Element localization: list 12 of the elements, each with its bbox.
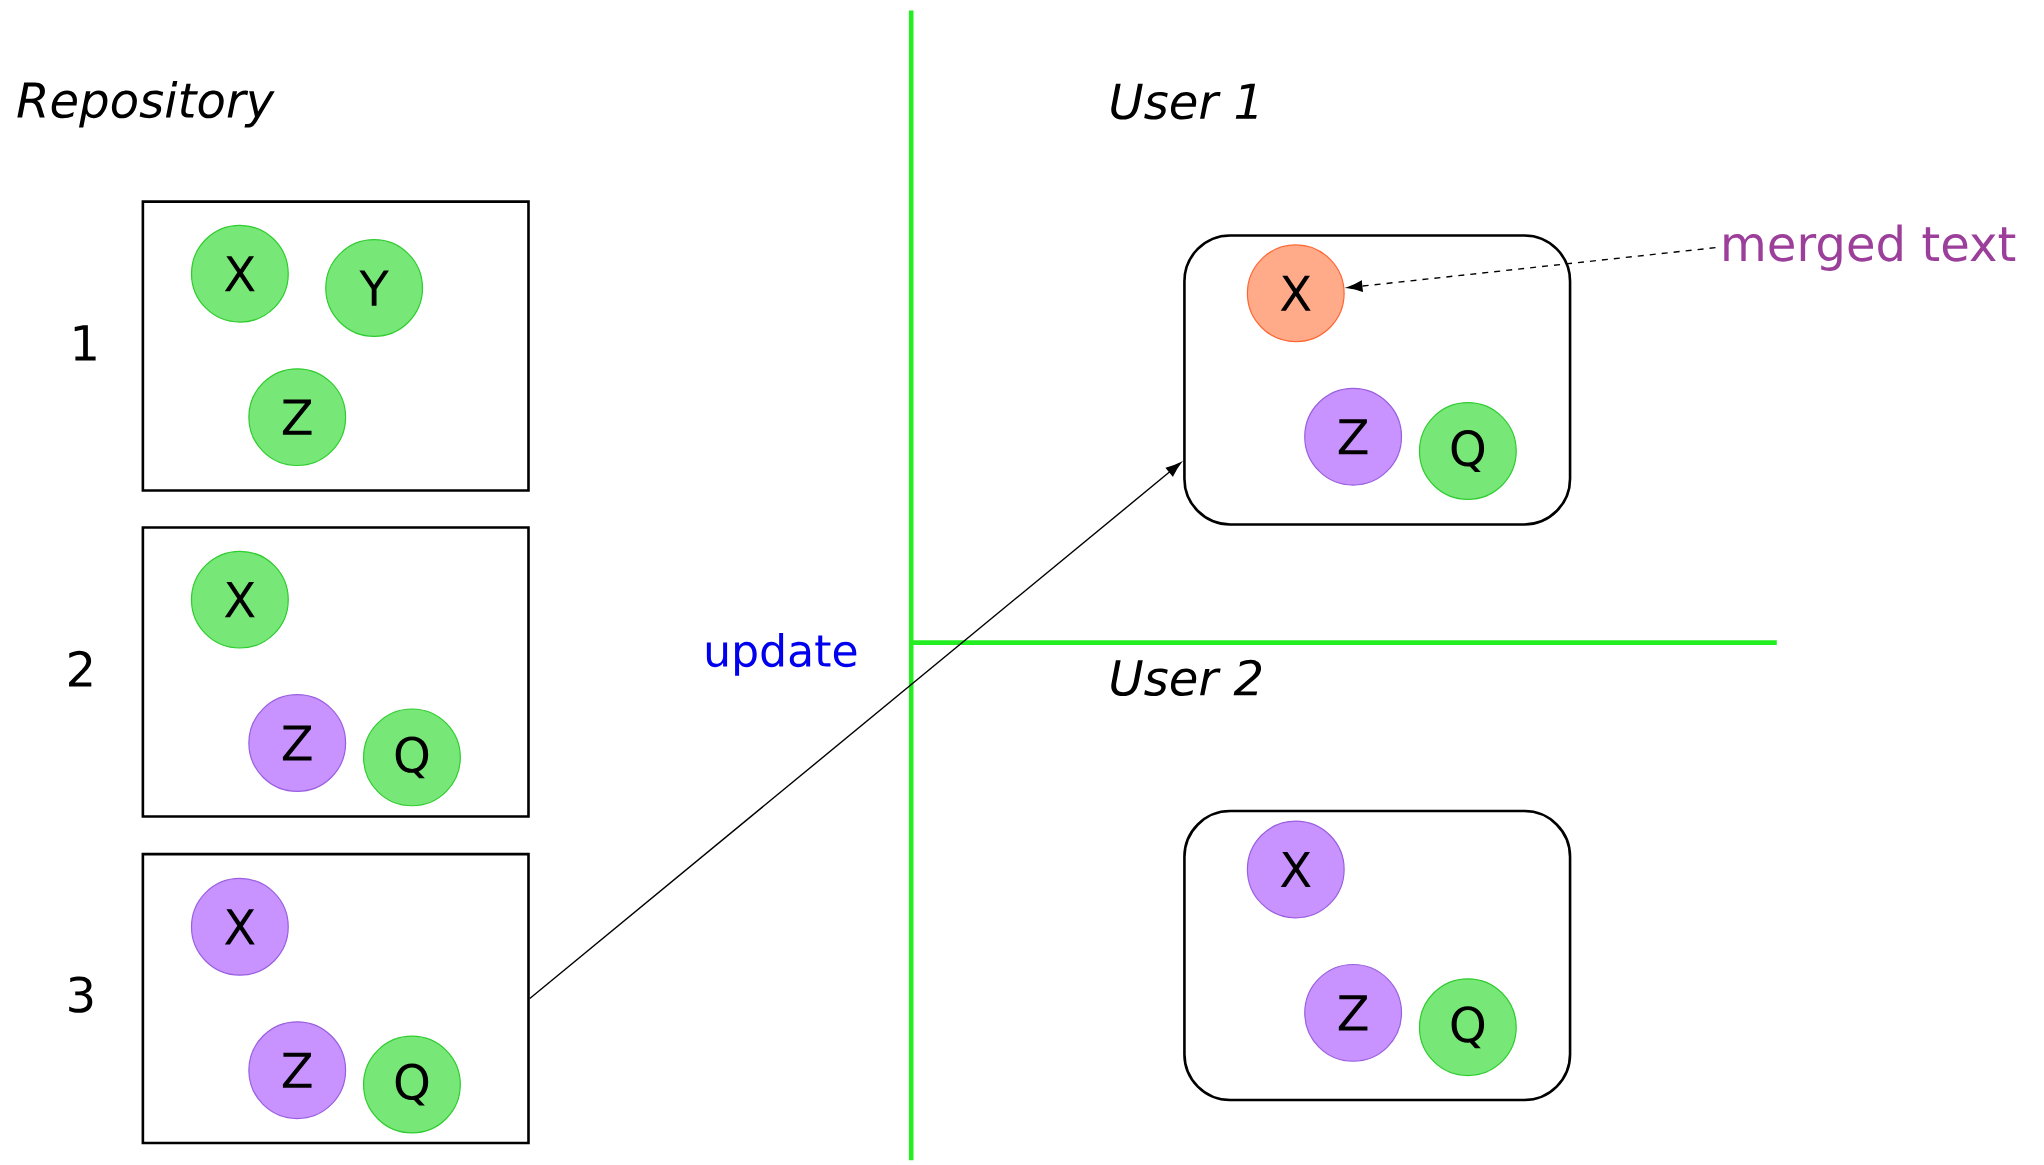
edge-label: update	[706, 632, 857, 676]
arrow	[1346, 246, 1717, 292]
row-number: 2	[69, 650, 92, 687]
rounded-box	[1183, 234, 1572, 526]
rounded-box	[1183, 809, 1572, 1102]
row-number: 1	[74, 325, 96, 361]
heading: User 2	[1111, 659, 1262, 696]
heading: User 1	[1111, 83, 1257, 120]
arrow	[529, 461, 1182, 1000]
note-text: merged text	[1724, 224, 2016, 271]
row-number: 3	[69, 976, 93, 1013]
heading: Repository	[17, 80, 275, 128]
